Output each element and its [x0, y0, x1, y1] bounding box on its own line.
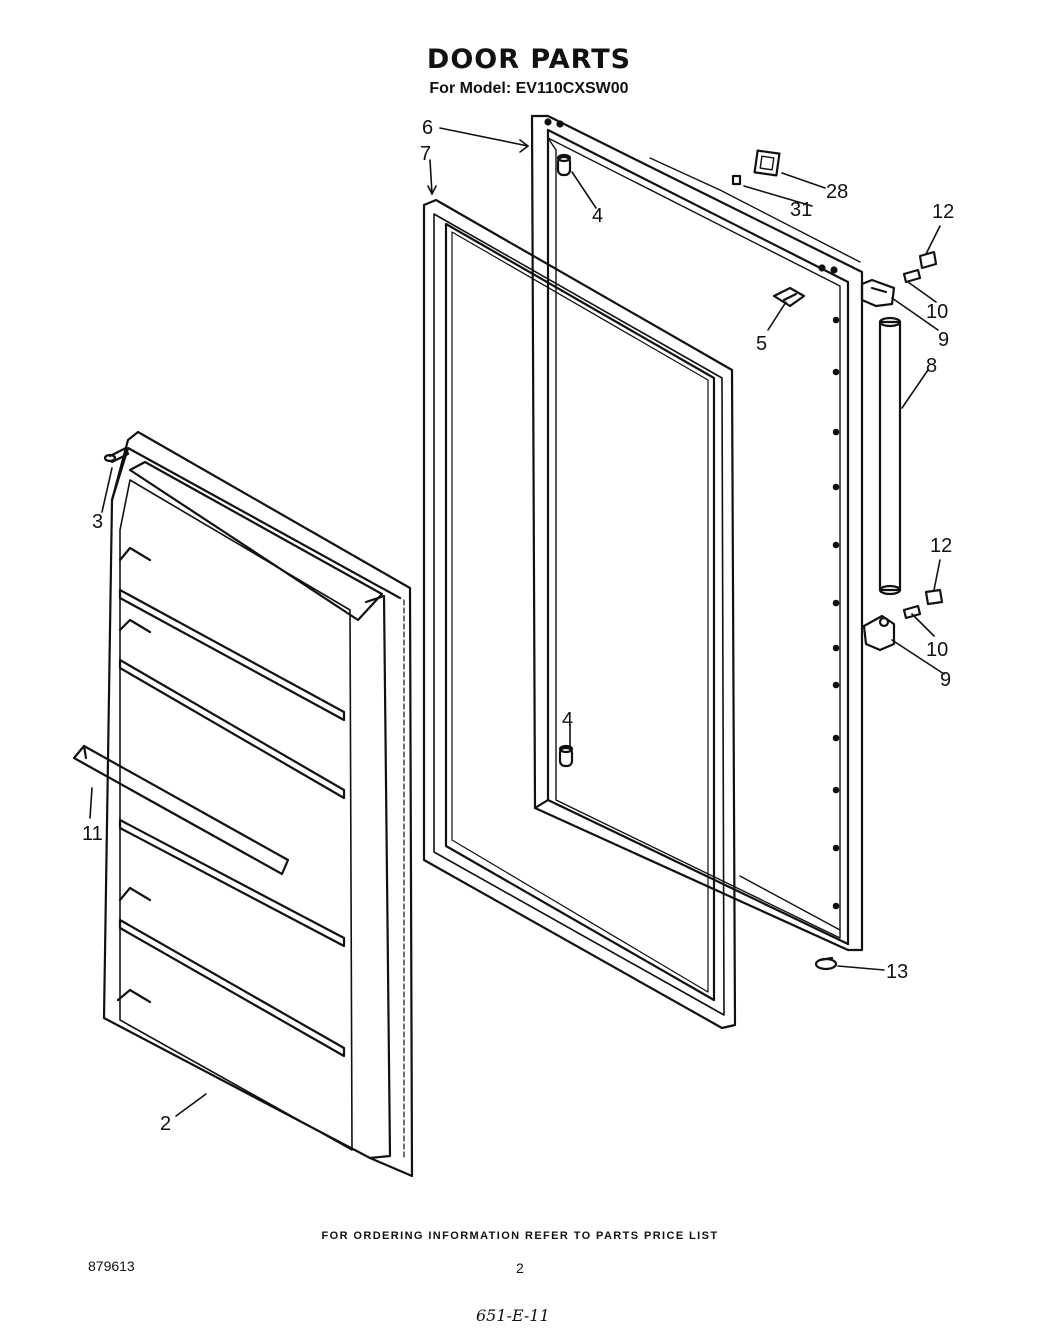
callout-13: 13	[886, 961, 908, 983]
callout-10-top: 10	[926, 301, 948, 323]
shelf-bar-part-11	[72, 744, 290, 876]
callout-8: 8	[926, 355, 937, 377]
bracket-part-5	[772, 286, 806, 308]
callout-6: 6	[422, 117, 433, 139]
callout-5: 5	[756, 333, 767, 355]
hinge-assembly-bottom	[862, 588, 944, 652]
plug-part-4-bottom	[558, 744, 574, 768]
callout-2: 2	[160, 1113, 171, 1135]
callout-9-top: 9	[938, 329, 949, 351]
callout-11: 11	[82, 823, 103, 845]
page-number: 2	[516, 1260, 524, 1276]
handwritten-code: 651-E-11	[476, 1306, 550, 1325]
model-subtitle: For Model: EV110CXSW00	[429, 80, 629, 97]
switch-part-28	[753, 149, 781, 177]
screw-part-3	[103, 446, 130, 464]
door-liner-part-2	[102, 430, 414, 1178]
callout-12-bottom: 12	[930, 535, 952, 557]
clip-part-31	[731, 174, 742, 186]
hinge-assembly-top	[860, 250, 938, 308]
hinge-rod-part-8	[878, 316, 902, 596]
plug-part-4-top	[556, 153, 572, 177]
foot-part-13	[814, 956, 838, 971]
callout-4-top: 4	[592, 205, 603, 227]
callout-31: 31	[790, 199, 812, 221]
callout-7: 7	[420, 143, 431, 165]
callout-3: 3	[92, 511, 103, 533]
document-number: 879613	[88, 1258, 135, 1274]
callout-28: 28	[826, 181, 848, 203]
callout-4-bottom: 4	[562, 709, 573, 731]
leader-lines	[89, 127, 945, 1117]
callout-labels: 6 7 28 31 4 12 10 9 5 8 3 12 10 9 4 11 1…	[82, 117, 954, 1135]
callout-12-top: 12	[932, 201, 954, 223]
gasket-part-7	[422, 198, 737, 1030]
page-title: DOOR PARTS	[426, 44, 632, 75]
door-frame-part-6	[530, 114, 864, 952]
callout-9-bottom: 9	[940, 669, 951, 691]
ordering-info-note: FOR ORDERING INFORMATION REFER TO PARTS …	[321, 1230, 719, 1242]
callout-10-bottom: 10	[926, 639, 948, 661]
